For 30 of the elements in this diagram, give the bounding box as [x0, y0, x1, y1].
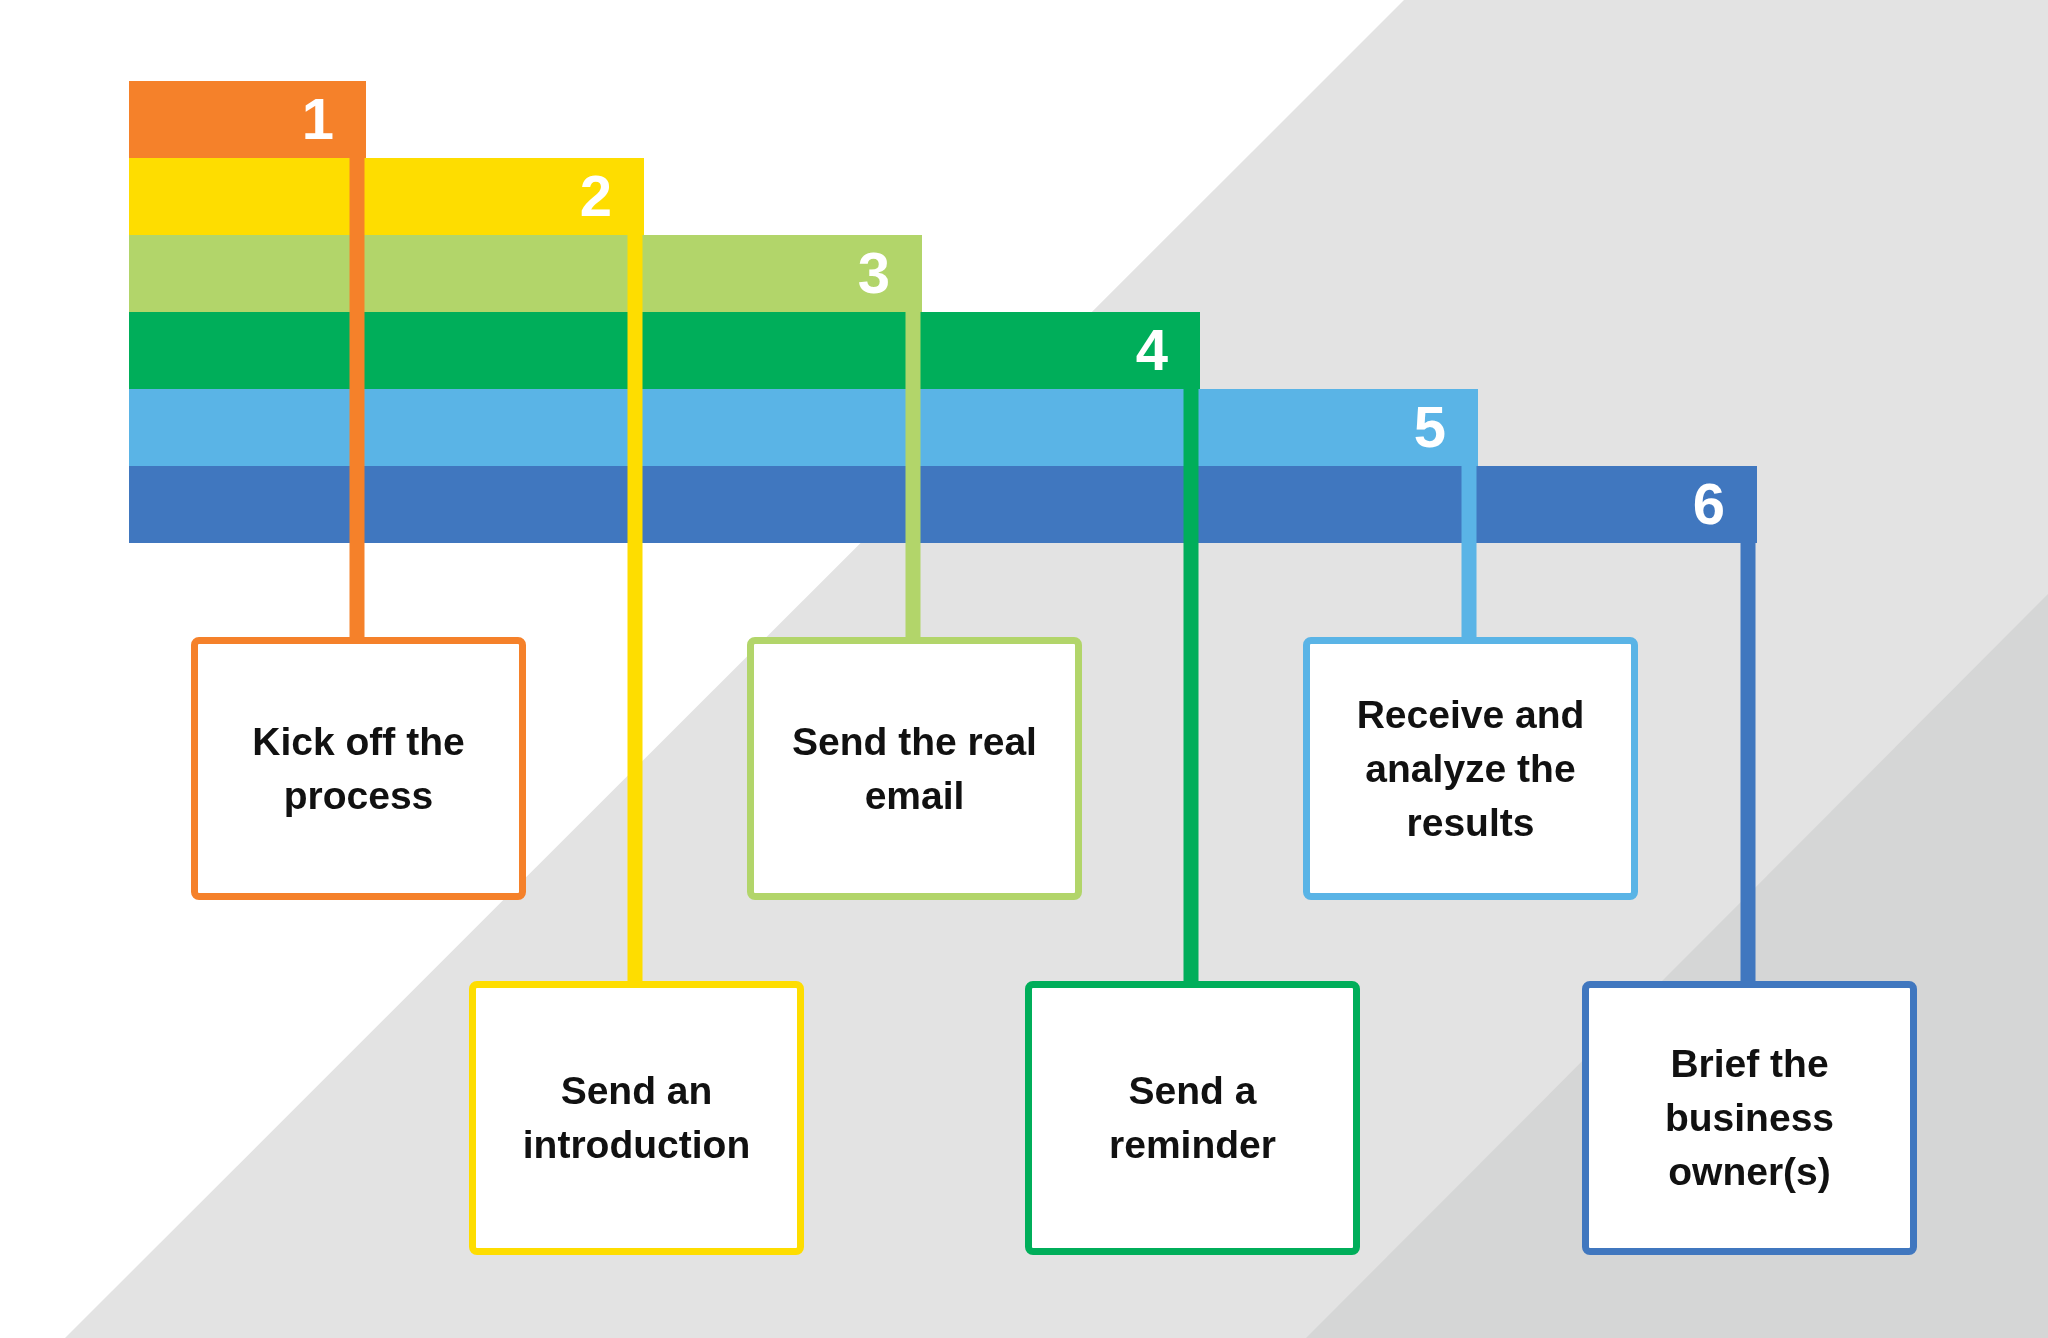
step-band	[922, 312, 1200, 389]
connector-line	[905, 312, 921, 637]
step-box	[191, 637, 526, 900]
step-box	[1025, 981, 1360, 1255]
step-band	[129, 81, 366, 158]
step-band	[644, 235, 922, 312]
step-label: Receive and analyze the results	[1355, 691, 1586, 846]
step-number: 3	[857, 241, 890, 305]
step-box	[469, 981, 804, 1255]
step-band	[1478, 466, 1757, 543]
step-label: Kick off the process	[251, 718, 466, 819]
connector-line	[627, 235, 643, 981]
step-number: 5	[1413, 395, 1446, 459]
step-box	[747, 637, 1082, 900]
step-label: Send a reminder	[1108, 1068, 1277, 1168]
step-number: 4	[1135, 318, 1168, 382]
step-number: 2	[579, 164, 612, 228]
connector-line	[349, 158, 365, 637]
connector-line	[1740, 543, 1756, 981]
connector-line	[1183, 389, 1199, 981]
step-band	[366, 158, 644, 235]
step-label: Send the real email	[791, 718, 1038, 819]
step-band	[1200, 389, 1478, 466]
step-number: 6	[1692, 472, 1725, 536]
connector-line	[1461, 466, 1477, 637]
step-box	[1582, 981, 1917, 1255]
step-label: Brief the business owner(s)	[1663, 1041, 1836, 1195]
step-number: 1	[301, 87, 334, 151]
step-label: Send an introduction	[521, 1068, 752, 1168]
step-box	[1303, 637, 1638, 900]
